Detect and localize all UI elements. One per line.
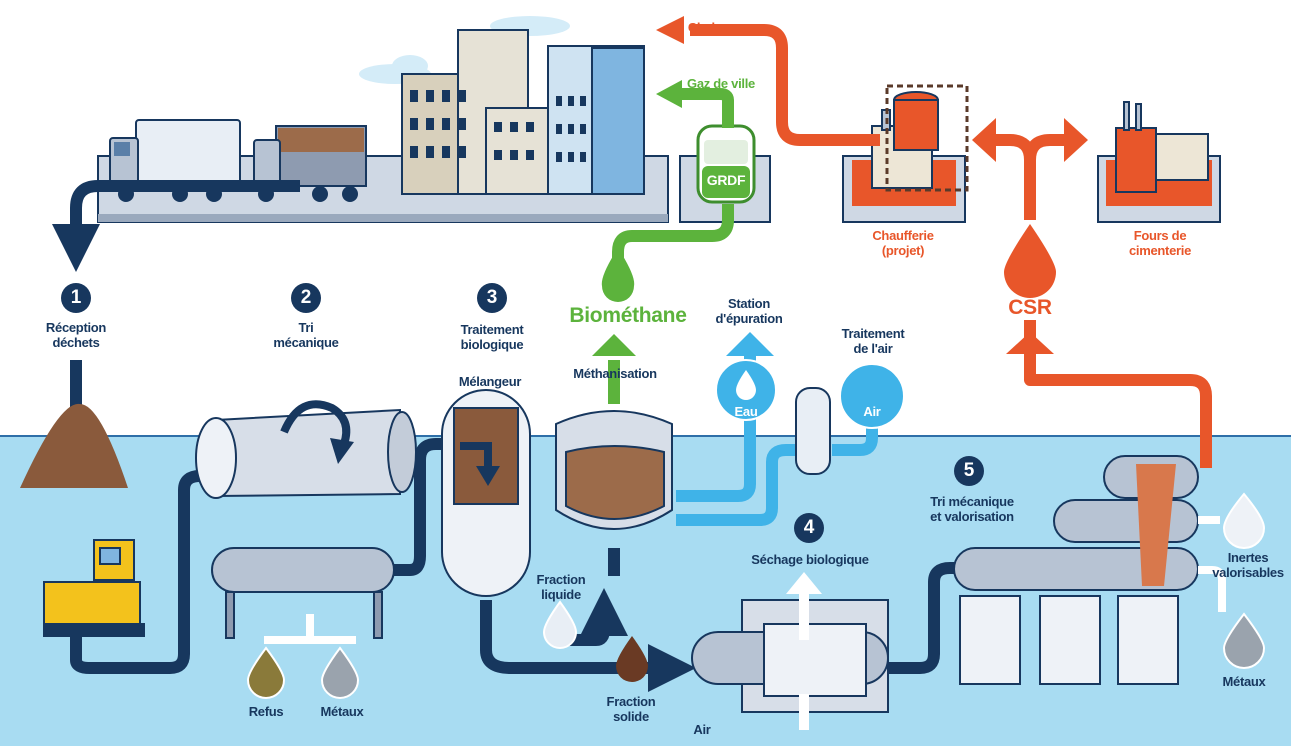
melangeur-label: Mélangeur: [458, 374, 522, 389]
biomethane-label: Biométhane: [569, 304, 687, 327]
gaz-de-ville-label: Gaz de ville: [687, 76, 755, 91]
refus-drop-icon: [246, 646, 286, 699]
refus-label: Refus: [248, 704, 284, 719]
output-split-lines: [264, 614, 356, 644]
waste-pile-icon: [20, 403, 128, 488]
grdf-label: GRDF: [706, 172, 746, 188]
fraction-solide-label: Fraction solide: [606, 694, 656, 724]
boiler-dashed-outline: [885, 84, 969, 192]
air-filter-tank-icon: [795, 387, 831, 475]
sorting-machine-icon: [953, 455, 1199, 685]
eau-label: Eau: [734, 404, 758, 419]
step-1-label: Réception déchets: [45, 320, 107, 350]
waste-flow-lines: [52, 180, 970, 692]
metaux-1-label: Métaux: [320, 704, 364, 719]
csr-right-arrow-icon: [1064, 118, 1088, 162]
traitement-air-label: Traitement de l'air: [841, 326, 905, 356]
step-4-label: Séchage biologique: [751, 552, 869, 567]
methanisation-label: Méthanisation: [573, 366, 657, 381]
water-drop-icon: [736, 370, 756, 400]
metaux-drop-icon: [320, 646, 360, 699]
excavator-icon: [43, 539, 145, 637]
mixer-arrow-icon: [460, 442, 492, 468]
conveyor-icon: [211, 547, 395, 639]
building-windows: [410, 90, 586, 162]
fours-label: Fours de cimenterie: [1128, 228, 1192, 258]
mixer-tank-icon: [441, 389, 531, 597]
step-2-number: 2: [291, 283, 321, 313]
fraction-liquide-label: Fraction liquide: [536, 572, 586, 602]
chaleur-label: Chaleur: [687, 20, 735, 35]
drying-unit-icon: [691, 599, 889, 713]
csr-label: CSR: [1008, 296, 1052, 319]
metaux-2-drop-icon: [1222, 612, 1266, 669]
trommel-drum-icon: [195, 408, 417, 499]
step-1-number: 1: [61, 283, 91, 313]
metaux-2-label: Métaux: [1222, 674, 1266, 689]
csr-flow-lines: [690, 24, 1212, 468]
water-air-flow-lines: [676, 350, 878, 526]
eau-arrow-icon: [726, 332, 774, 356]
biomethane-flow-line: [608, 88, 734, 404]
solid-drop-icon: [616, 636, 648, 682]
mixer-arrowhead-icon: [476, 466, 500, 486]
csr-up-arrow-icon: [1006, 332, 1054, 354]
rotation-arrowhead-icon: [330, 438, 354, 464]
step-2-label: Tri mécanique: [273, 320, 339, 350]
biomethane-drop-icon: [601, 248, 635, 302]
cement-kiln-icon: [1115, 101, 1209, 193]
inertes-drop-icon: [1222, 492, 1266, 549]
drying-arrow-icon: [786, 572, 822, 594]
digester-tank-icon: [555, 410, 673, 530]
air-bubble-label: Air: [863, 404, 881, 419]
step-5-label: Tri mécanique et valorisation: [930, 494, 1014, 524]
air-bottom-label: Air: [693, 722, 711, 737]
liquid-drop-icon: [542, 600, 578, 649]
csr-stream: [1136, 464, 1176, 586]
chaleur-arrow-icon: [656, 16, 684, 44]
gaz-arrow-icon: [656, 80, 682, 108]
step-3-label: Traitement biologique: [460, 322, 524, 352]
sorting-output-lines: [1198, 516, 1226, 612]
city-buildings: [401, 29, 645, 195]
step-5-number: 5: [954, 456, 984, 486]
chaufferie-label: Chaufferie (projet): [872, 228, 934, 258]
station-label: Station d'épuration: [715, 296, 783, 326]
step-3-number: 3: [477, 283, 507, 313]
csr-left-arrow-icon: [972, 118, 996, 162]
boiler-plant-icon: [871, 91, 939, 189]
air-circle-icon: [839, 363, 905, 429]
rotation-arrow-icon: [280, 400, 351, 446]
grdf-tank-icon: [696, 124, 756, 204]
inertes-label: Inertes valorisables: [1212, 550, 1284, 580]
csr-drop-icon: [1004, 224, 1056, 298]
truck-icon: [253, 125, 367, 202]
step-4-number: 4: [794, 513, 824, 543]
biomethane-arrow-icon: [592, 334, 636, 356]
